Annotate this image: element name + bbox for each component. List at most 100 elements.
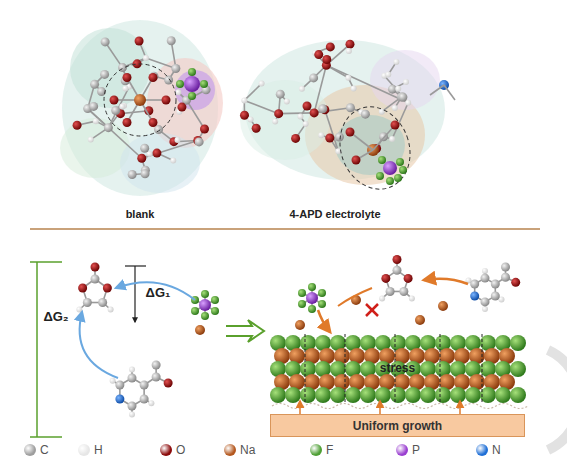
atom (299, 86, 305, 92)
atom (149, 73, 158, 82)
atom (128, 170, 137, 179)
atom (393, 255, 402, 264)
atom (128, 374, 137, 383)
legend-text: Na (240, 443, 255, 457)
legend-swatch (78, 444, 90, 456)
atom (303, 121, 309, 127)
flow-arrow (318, 310, 330, 332)
legend-item: H (78, 443, 103, 457)
legend-item: P (396, 443, 420, 457)
legend-item: F (310, 443, 333, 457)
atom (376, 172, 384, 180)
atom (298, 289, 306, 297)
bond (326, 65, 408, 103)
atom (248, 116, 254, 122)
atom (398, 93, 407, 102)
atom (78, 283, 87, 292)
atom (510, 387, 526, 403)
atom (88, 137, 94, 143)
watermark-arc (548, 350, 567, 450)
atom (98, 298, 107, 307)
atom (300, 387, 316, 403)
atom (129, 367, 135, 373)
divider-line (30, 228, 540, 230)
atom (274, 109, 283, 118)
legend-swatch (24, 444, 36, 456)
energy-label: ΔG₁ (146, 285, 171, 300)
atom (211, 307, 219, 315)
atom (361, 110, 370, 119)
bond (430, 85, 444, 95)
atom (315, 387, 331, 403)
atom (270, 387, 286, 403)
legend-text: N (492, 443, 501, 457)
legend-item: C (24, 443, 49, 457)
atom (435, 387, 451, 403)
atom (510, 335, 526, 351)
atom (309, 73, 318, 82)
energy-bracket (125, 265, 146, 266)
atom (405, 387, 421, 403)
molecular-models (73, 36, 521, 417)
atom (89, 102, 98, 111)
energy-bracket (30, 261, 62, 263)
atom (162, 96, 171, 105)
atom (201, 312, 209, 320)
legend-item: N (476, 443, 501, 457)
energy-bracket (134, 266, 135, 322)
atom (399, 287, 408, 296)
legend-item: O (160, 443, 185, 457)
atom (378, 156, 386, 164)
atom (465, 387, 481, 403)
atom (152, 149, 161, 158)
atom (129, 411, 135, 417)
atom (375, 387, 391, 403)
atom (318, 300, 326, 308)
atom (191, 307, 199, 315)
atom (201, 290, 209, 298)
atom (381, 274, 390, 283)
atom (93, 118, 99, 124)
atom (195, 137, 204, 146)
atom (491, 291, 500, 300)
atom (302, 102, 311, 111)
atom (259, 81, 265, 87)
atom (318, 104, 327, 113)
bond (384, 76, 408, 103)
atom (510, 361, 526, 377)
atom (115, 395, 124, 404)
atom (495, 387, 511, 403)
atom (110, 96, 119, 105)
atom (199, 299, 211, 311)
atom (291, 134, 300, 143)
bond (244, 100, 278, 113)
atom (391, 121, 400, 130)
bond (373, 125, 395, 150)
atom (164, 76, 173, 85)
atom (148, 400, 154, 406)
atom (108, 307, 114, 313)
atom (240, 111, 249, 120)
growth-arrow (299, 401, 301, 414)
atom (383, 161, 397, 175)
bond (444, 85, 455, 100)
atom (438, 301, 448, 311)
atom (310, 108, 319, 117)
atom (385, 72, 391, 78)
atom (140, 395, 149, 404)
atom (141, 169, 150, 178)
atom (345, 387, 361, 403)
blocked-mark (366, 304, 378, 316)
atom (184, 76, 200, 92)
atom (111, 106, 120, 115)
atom (470, 291, 479, 300)
interaction-arrow (116, 282, 195, 300)
atom (90, 80, 99, 89)
atom (177, 103, 186, 112)
bond (105, 42, 122, 68)
electrostatic-surface (60, 20, 445, 196)
atom (352, 156, 361, 165)
atom (511, 278, 520, 287)
